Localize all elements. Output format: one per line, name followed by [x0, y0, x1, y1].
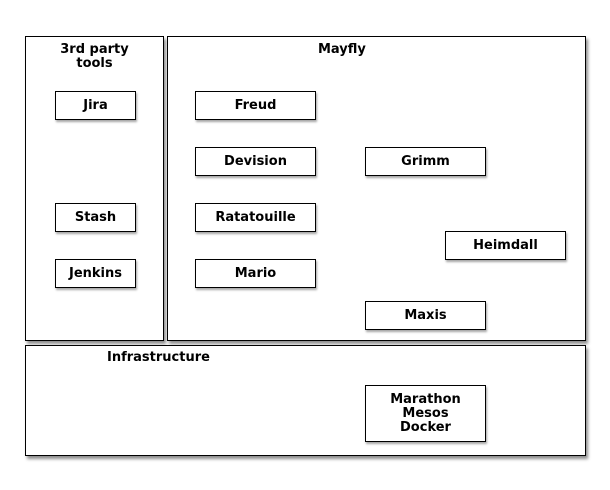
mayfly-panel: Mayfly: [167, 36, 586, 341]
third-party-tools-title: 3rd party tools: [60, 42, 129, 71]
jira-box: Jira: [55, 91, 136, 120]
mesos-label: Mesos: [402, 405, 449, 421]
stash-box: Stash: [55, 203, 136, 232]
ratatouille-box: Ratatouille: [195, 203, 316, 232]
freud-box: Freud: [195, 91, 316, 120]
marathon-label: Marathon: [390, 391, 461, 407]
mayfly-title: Mayfly: [318, 42, 366, 57]
docker-label: Docker: [400, 419, 451, 435]
infrastructure-panel: Infrastructure: [25, 345, 586, 456]
infrastructure-title: Infrastructure: [107, 350, 210, 365]
container-stack-box: Marathon Mesos Docker: [365, 385, 486, 442]
mario-box: Mario: [195, 259, 316, 288]
heimdall-box: Heimdall: [445, 231, 566, 260]
third-party-tools-panel: 3rd party tools: [25, 36, 164, 341]
grimm-box: Grimm: [365, 147, 486, 176]
devision-box: Devision: [195, 147, 316, 176]
maxis-box: Maxis: [365, 301, 486, 330]
jenkins-box: Jenkins: [55, 259, 136, 288]
